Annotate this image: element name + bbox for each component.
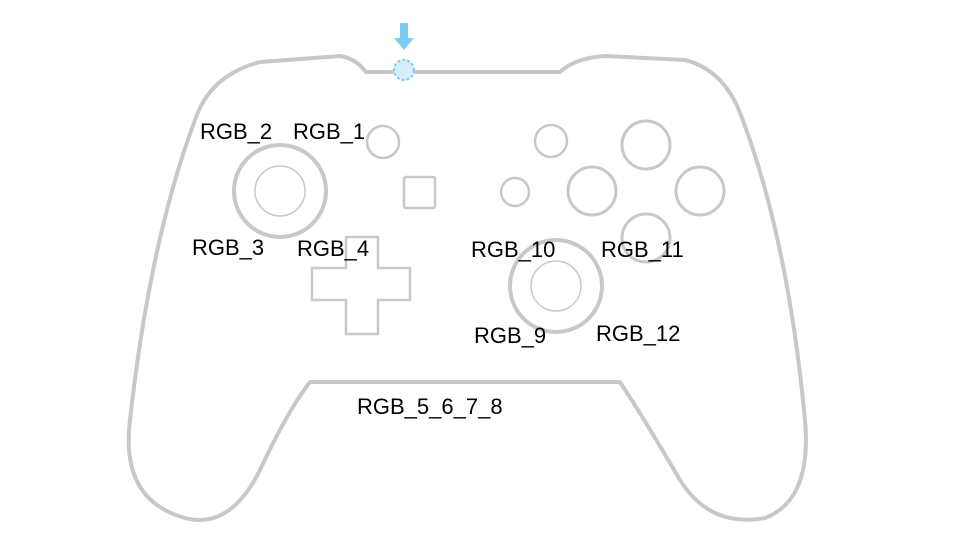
label-rgb-12: RGB_12	[596, 321, 680, 346]
dpad	[310, 235, 412, 336]
face-button-left	[566, 165, 618, 217]
right-thumbstick	[508, 238, 604, 334]
arrow-down-icon	[394, 23, 414, 50]
face-button-right	[674, 165, 726, 217]
label-rgb-4: RGB_4	[297, 236, 369, 261]
left-thumbstick	[232, 143, 328, 239]
view-button	[365, 124, 401, 160]
home-button	[499, 176, 531, 208]
controller-body-outline	[126, 54, 808, 522]
label-rgb-5-6-7-8: RGB_5_6_7_8	[357, 394, 503, 419]
label-rgb-10: RGB_10	[471, 237, 555, 262]
share-button	[402, 175, 437, 210]
label-rgb-1: RGB_1	[293, 119, 365, 144]
label-rgb-11: RGB_11	[601, 237, 684, 262]
led-indicator	[393, 23, 415, 81]
face-button-bottom	[620, 212, 672, 264]
label-rgb-2: RGB_2	[200, 119, 272, 144]
label-rgb-3: RGB_3	[192, 235, 264, 260]
menu-button	[533, 123, 569, 159]
face-button-top	[620, 119, 672, 171]
label-rgb-9: RGB_9	[474, 323, 546, 348]
led-icon	[393, 59, 415, 81]
